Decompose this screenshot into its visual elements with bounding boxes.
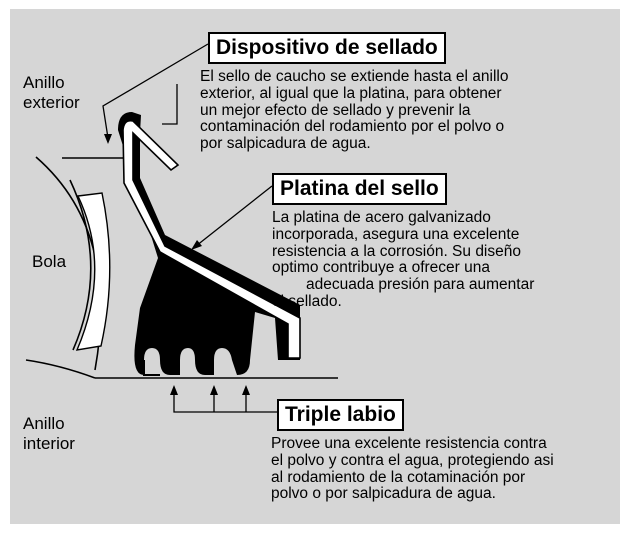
sealing-device-leader [102,43,209,139]
triple-lip-leader [173,393,277,413]
seal-plate-leader [195,185,273,247]
sealing-device-description: El sello de caucho se extiende hasta el … [200,68,509,153]
ball-label: Bola [32,252,67,271]
inner-ring-arc [25,359,96,379]
triple-lip-title: Triple labio [277,399,404,431]
ball-outline [69,179,92,351]
seal-plate [122,119,301,359]
diagram-panel [10,9,620,524]
rubber-seal [118,112,300,375]
seal-plate-description: La platina de acero galvanizado incorpor… [272,209,535,310]
seal-plate-title: Platina del sello [272,173,447,205]
sealing-device-title: Dispositivo de sellado [208,32,446,64]
ball-highlight [75,192,111,351]
triple-lip-description: Provee una excelente resistencia contra … [271,435,554,503]
